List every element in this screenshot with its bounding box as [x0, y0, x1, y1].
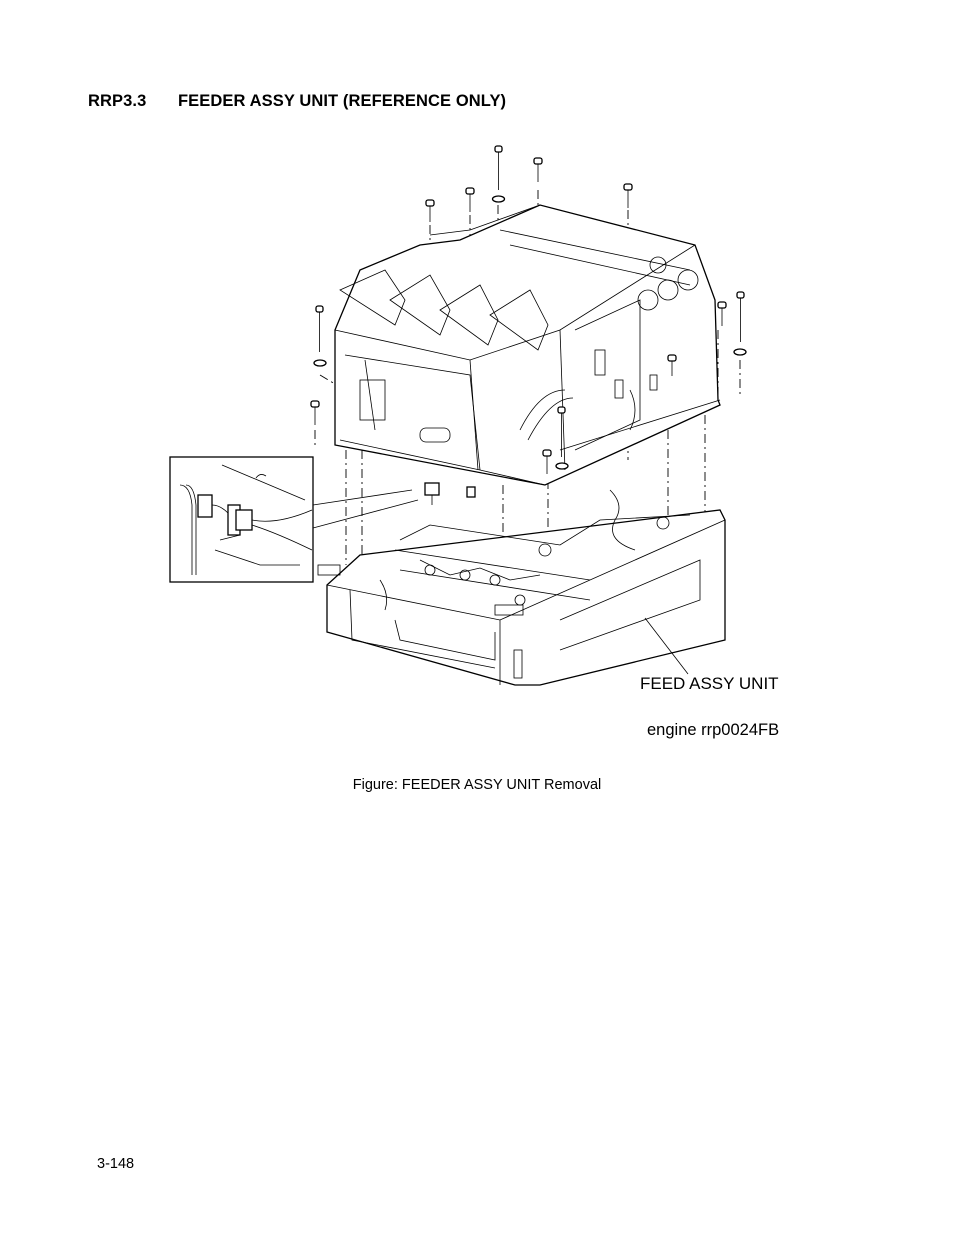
screw-icon	[733, 291, 747, 356]
figure-caption: Figure: FEEDER ASSY UNIT Removal	[352, 777, 602, 793]
screw-icon	[542, 449, 552, 474]
screw-icon	[533, 157, 543, 182]
printer-engine-unit	[334, 204, 721, 486]
screw-icon	[491, 145, 506, 203]
screw-icon	[667, 354, 677, 376]
screws	[310, 145, 747, 474]
harness-connector	[424, 482, 476, 505]
section-title: FEEDER ASSY UNIT (REFERENCE ONLY)	[178, 92, 507, 110]
exploded-view-diagram	[169, 145, 747, 686]
callout-leader	[644, 617, 689, 675]
screw-icon	[425, 199, 435, 222]
screw-icon	[310, 400, 320, 425]
section-number: RRP3.3	[88, 92, 147, 110]
screw-icon	[717, 301, 727, 326]
connector-detail-inset	[169, 456, 419, 583]
screw-icon	[623, 183, 633, 208]
engine-reference: engine rrp0024FB	[647, 721, 780, 739]
feeder-tray	[317, 489, 726, 686]
page-number: 3-148	[97, 1156, 135, 1172]
section-heading: RRP3.3 FEEDER ASSY UNIT (REFERENCE ONLY)	[88, 92, 506, 111]
screw-icon	[465, 187, 475, 212]
screw-icon	[555, 406, 569, 470]
feed-assy-unit-label: FEED ASSY UNIT	[640, 674, 779, 693]
screw-icon	[313, 305, 327, 367]
